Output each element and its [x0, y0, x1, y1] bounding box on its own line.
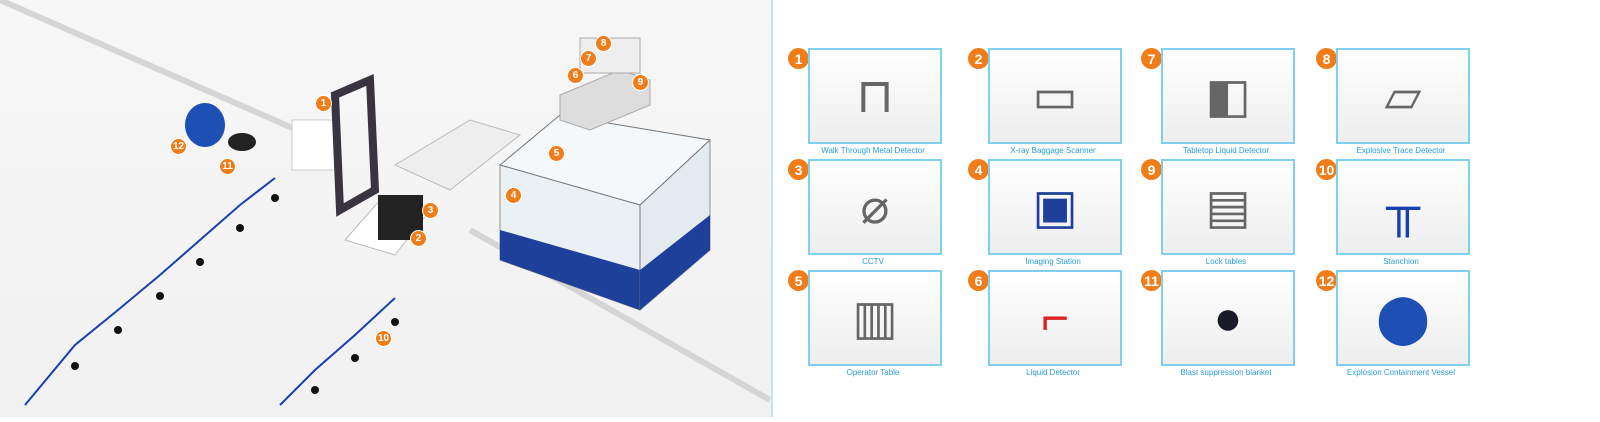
- imaging-station: [498, 114, 712, 312]
- number-badge: 12: [1316, 270, 1337, 291]
- scene-marker-9: 9: [633, 75, 648, 90]
- equipment-label: Lock tables: [1205, 257, 1247, 266]
- containment-vessel: [185, 103, 225, 147]
- liquid-detector-icon: ⌐: [1040, 291, 1070, 345]
- equipment-image-frame: ╥: [1336, 159, 1470, 255]
- xray-scanner-icon: ▭: [1032, 70, 1078, 123]
- tabletop-detector-icon: ◧: [1205, 70, 1251, 123]
- equipment-image-frame: ⌀: [808, 159, 942, 255]
- blast-blanket-icon: ●: [1213, 291, 1243, 345]
- number-badge: 2: [968, 48, 989, 69]
- equipment-image-frame: ▣: [988, 159, 1122, 255]
- scene-marker-4: 4: [506, 188, 521, 203]
- equipment-image-frame: ▤: [1161, 159, 1295, 255]
- metal-detector-gate: [291, 74, 380, 217]
- equipment-label: Liquid Detector: [1026, 368, 1080, 377]
- equipment-label: Explosion Containment Vessel: [1346, 368, 1456, 377]
- number-badge: 8: [1316, 48, 1337, 69]
- equipment-image-frame: ⊓: [808, 48, 942, 144]
- number-badge: 3: [788, 159, 809, 180]
- equipment-image-frame: ▭: [988, 48, 1122, 144]
- equipment-label: CCTV: [862, 257, 884, 266]
- equipment-image-frame: ⌐: [988, 270, 1122, 366]
- scene-marker-7: 7: [581, 51, 596, 66]
- operator-table-icon: ▥: [852, 292, 898, 345]
- number-badge: 9: [1141, 159, 1162, 180]
- equipment-image-frame: ⬤: [1336, 270, 1470, 366]
- number-badge: 6: [968, 270, 989, 291]
- equipment-label: Stanchion: [1383, 257, 1419, 266]
- imaging-station-icon: ▣: [1032, 181, 1078, 234]
- stanchion-icon: ╥: [1385, 180, 1420, 234]
- equipment-label: Walk Through Metal Detector: [821, 146, 925, 155]
- scene-marker-8: 8: [596, 36, 611, 51]
- number-badge: 11: [1141, 270, 1162, 291]
- equipment-label: Imaging Station: [1025, 257, 1081, 266]
- number-badge: 7: [1141, 48, 1162, 69]
- equipment-image-frame: ●: [1161, 270, 1295, 366]
- number-badge: 4: [968, 159, 989, 180]
- equipment-label: Blast suppression blanket: [1180, 368, 1272, 377]
- checkpoint-layout-scene: 1 2 3 4 5 6 7 8 9 10 11 12: [0, 0, 772, 417]
- scene-marker-2: 2: [411, 231, 426, 246]
- equipment-image-frame: ▥: [808, 270, 942, 366]
- equipment-image-frame: ▱: [1336, 48, 1470, 144]
- stanchion-queue: [24, 177, 396, 406]
- trace-detector-icon: ▱: [1384, 70, 1422, 123]
- equipment-label: Explosive Trace Detector: [1356, 146, 1446, 155]
- scene-illustration: [0, 0, 772, 406]
- xray-scanner: [344, 119, 522, 256]
- scene-marker-11: 11: [220, 159, 235, 174]
- divider: [771, 0, 773, 417]
- metal-detector-gate-icon: ⊓: [856, 70, 894, 123]
- equipment-label: Operator Table: [846, 368, 900, 377]
- lock-table-icon: ▤: [1205, 181, 1251, 234]
- scene-marker-5: 5: [549, 146, 564, 161]
- equipment-image-frame: ◧: [1161, 48, 1295, 144]
- blast-blanket: [228, 133, 256, 151]
- cctv-camera-icon: ⌀: [860, 181, 890, 234]
- containment-vessel-icon: ⬤: [1376, 292, 1430, 345]
- equipment-label: X-ray Baggage Scanner: [1010, 146, 1096, 155]
- scene-marker-3: 3: [423, 203, 438, 218]
- equipment-label: Tabletop Liquid Detector: [1182, 146, 1270, 155]
- number-badge: 1: [788, 48, 809, 69]
- number-badge: 10: [1316, 159, 1337, 180]
- scene-marker-10: 10: [376, 331, 391, 346]
- scene-marker-1: 1: [316, 96, 331, 111]
- number-badge: 5: [788, 270, 809, 291]
- scene-marker-6: 6: [568, 68, 583, 83]
- scene-marker-12: 12: [171, 139, 186, 154]
